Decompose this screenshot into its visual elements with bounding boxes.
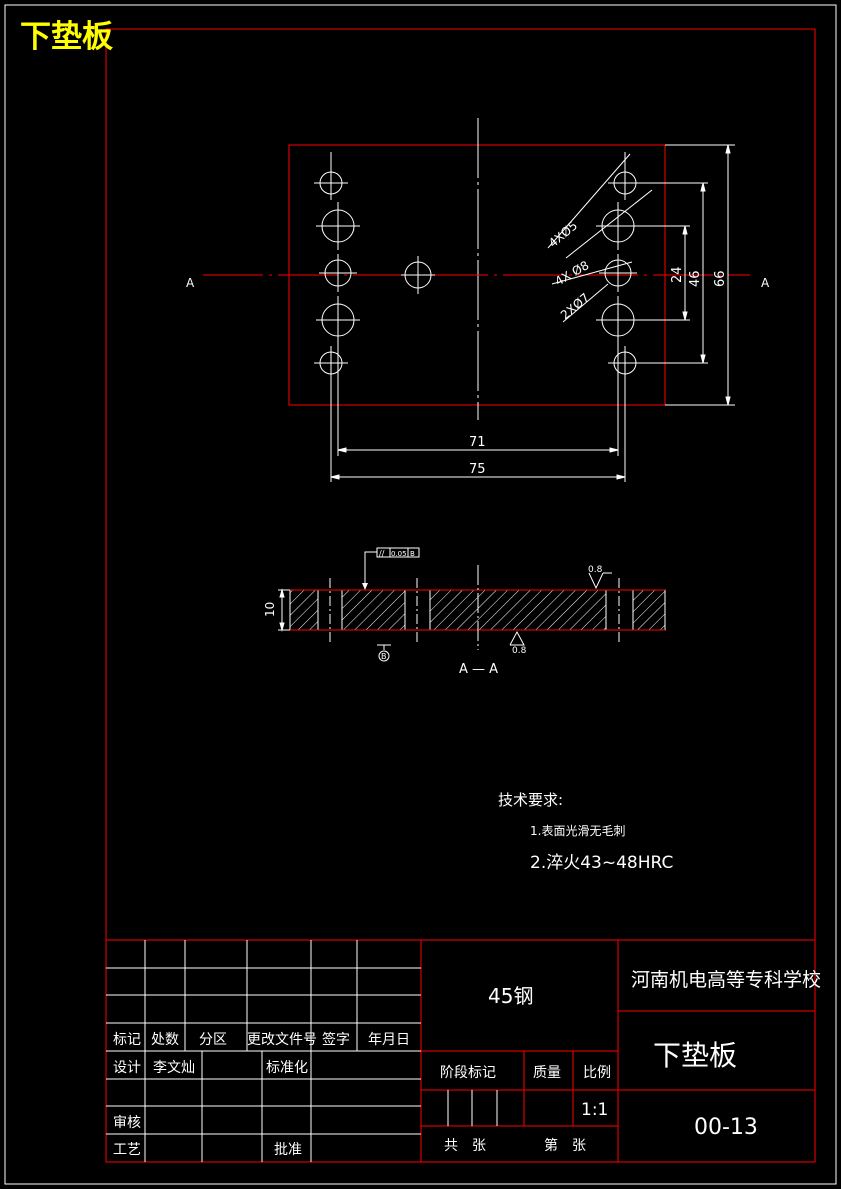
roughness-top: 0.8 bbox=[588, 565, 612, 590]
section-mark-right: A bbox=[761, 276, 770, 290]
header-date: 年月日 bbox=[368, 1032, 410, 1048]
total-sheets: 共 张 bbox=[444, 1138, 486, 1154]
school-name: 河南机电高等专科学校 bbox=[631, 969, 821, 991]
inner-frame bbox=[105, 28, 816, 1163]
hatch-segment-4 bbox=[632, 589, 666, 631]
sheet-number: 第 张 bbox=[544, 1137, 586, 1154]
part-name: 下垫板 bbox=[653, 1039, 737, 1072]
sheet-title: 下垫板 bbox=[20, 19, 113, 55]
dim-24: 24 bbox=[670, 266, 685, 283]
svg-text:B: B bbox=[410, 550, 415, 558]
svg-text:B: B bbox=[381, 652, 387, 661]
title-block bbox=[106, 939, 815, 1162]
scale-label: 比例 bbox=[583, 1065, 611, 1081]
hatch-segment-1 bbox=[289, 589, 319, 631]
tech-heading: 技术要求: bbox=[498, 791, 563, 809]
header-zone: 分区 bbox=[199, 1032, 227, 1048]
header-mark: 标记 bbox=[113, 1032, 141, 1048]
dim-10: 10 bbox=[263, 602, 277, 617]
roughness-bottom: 0.8 bbox=[509, 630, 527, 656]
header-change-doc: 更改文件号 bbox=[247, 1032, 317, 1048]
drawing-number: 00-13 bbox=[694, 1115, 758, 1140]
top-view: A A 71 75 24 46 66 bbox=[186, 118, 770, 482]
dim-66: 66 bbox=[713, 270, 728, 287]
standardize-label: 标准化 bbox=[266, 1060, 308, 1076]
section-title: A — A bbox=[459, 662, 498, 677]
dim-71: 71 bbox=[469, 435, 486, 450]
dim-46: 46 bbox=[688, 270, 703, 287]
designer-name: 李文灿 bbox=[153, 1060, 195, 1076]
header-signature: 签字 bbox=[322, 1031, 350, 1048]
review-label: 审核 bbox=[113, 1115, 141, 1131]
mass-label: 质量 bbox=[533, 1065, 561, 1081]
tech-item-1: 1.表面光滑无毛刺 bbox=[530, 824, 625, 838]
hatch-segment-2 bbox=[341, 589, 406, 631]
header-count: 处数 bbox=[151, 1032, 179, 1048]
svg-text://: // bbox=[379, 549, 385, 558]
dim-75: 75 bbox=[469, 462, 486, 477]
hole-callout-4x5: 4XØ5 bbox=[546, 218, 580, 250]
svg-text:0.8: 0.8 bbox=[588, 565, 603, 575]
stage-label: 阶段标记 bbox=[440, 1065, 496, 1081]
tech-item-2: 2.淬火43~48HRC bbox=[530, 853, 673, 873]
technical-requirements: 技术要求: 1.表面光滑无毛刺 2.淬火43~48HRC bbox=[498, 791, 673, 873]
section-view: 10 // 0.05 B B 0.8 0.8 A bbox=[263, 547, 666, 677]
outer-border bbox=[4, 4, 837, 1185]
design-label: 设计 bbox=[113, 1060, 141, 1076]
hole-callout-4x8: 4X Ø8 bbox=[553, 258, 592, 288]
process-label: 工艺 bbox=[113, 1142, 141, 1158]
datum-marker: B bbox=[377, 644, 391, 662]
approve-label: 批准 bbox=[274, 1142, 302, 1158]
scale-value: 1:1 bbox=[581, 1100, 608, 1120]
svg-text:0.8: 0.8 bbox=[512, 646, 527, 656]
section-mark-left: A bbox=[186, 276, 195, 290]
hole-callout-2x7: 2XØ7 bbox=[558, 290, 592, 322]
svg-text:0.05: 0.05 bbox=[391, 550, 407, 558]
material: 45钢 bbox=[488, 984, 533, 1008]
hatch-segment-3 bbox=[429, 589, 607, 631]
parallelism-tolerance: // 0.05 B bbox=[362, 547, 420, 590]
